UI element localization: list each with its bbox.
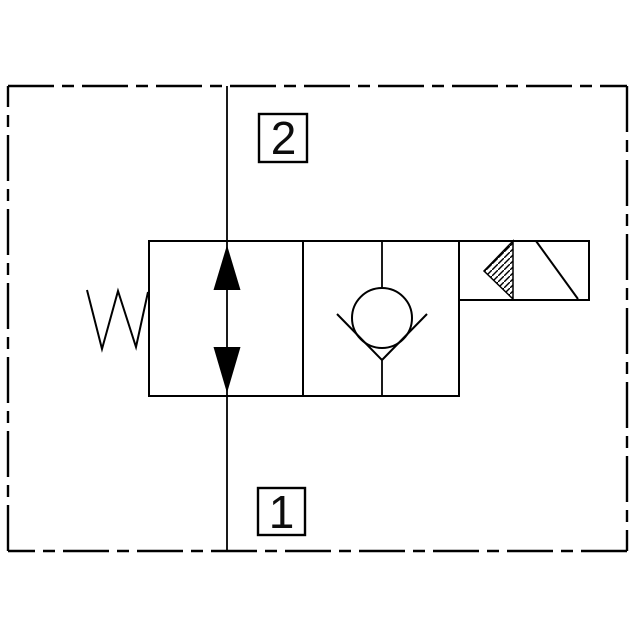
check-valve-seat-right	[381, 313, 428, 361]
check-valve-icon	[336, 241, 428, 396]
flow-arrows-icon	[213, 245, 241, 393]
solenoid-armature-wedge-icon	[482, 239, 514, 301]
flow-arrow-up-icon	[213, 245, 241, 290]
solenoid-diagonal-line	[535, 240, 579, 300]
flow-arrow-down-icon	[213, 347, 241, 393]
check-valve-ball	[351, 287, 413, 349]
port-1-label: 1	[269, 486, 295, 538]
port-1-label-box	[256, 486, 307, 537]
component-boundary	[6, 84, 629, 553]
spring-icon	[86, 287, 149, 353]
port-2-label-group: 2	[257, 112, 309, 164]
solenoid-box	[458, 240, 590, 301]
port-1-label-group: 1	[256, 486, 307, 538]
solenoid-icon	[458, 239, 590, 301]
port-2-label-box	[257, 112, 309, 164]
port-2-label: 2	[271, 112, 297, 164]
check-valve-seat-left	[336, 313, 383, 361]
